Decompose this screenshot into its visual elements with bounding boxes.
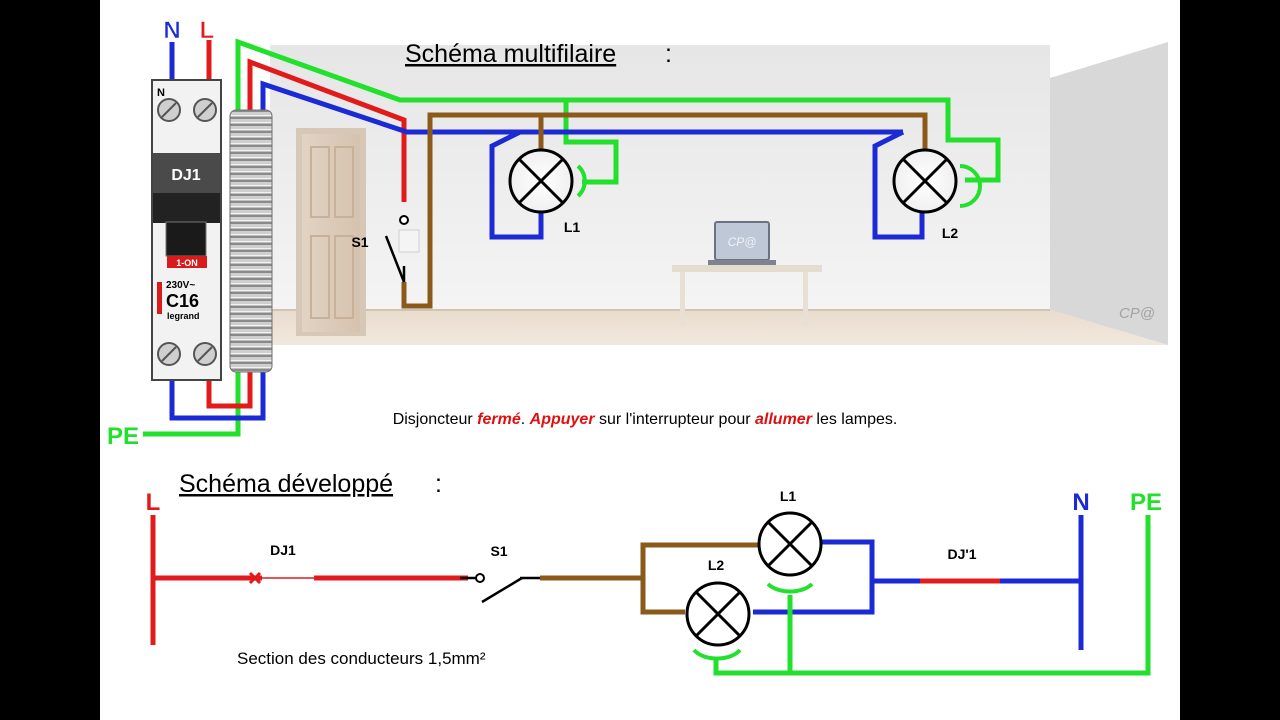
desk-top bbox=[672, 265, 822, 272]
switch-gap bbox=[468, 574, 540, 583]
breaker-dj1-developed: DJ1 bbox=[248, 542, 314, 585]
caption-part: les lampes. bbox=[812, 411, 897, 428]
breaker-dj1: N DJ1 1-ON 230V~ C16 legrand bbox=[151, 79, 222, 381]
lamp-l1-developed: L1 bbox=[757, 488, 823, 594]
developed-title: Schéma développé bbox=[179, 470, 393, 498]
lamp-l2-earth-arc bbox=[959, 164, 982, 208]
lamp-l1-cross-b bbox=[766, 520, 814, 568]
l1-label-developed: L1 bbox=[780, 488, 797, 504]
door-inset-1 bbox=[310, 146, 330, 218]
wall-switch-plate bbox=[398, 229, 420, 253]
developed-l-label: L bbox=[146, 489, 161, 516]
lamp-l1-multifilar: L1 bbox=[508, 148, 587, 235]
supply-pe-label: PE bbox=[107, 423, 139, 450]
neutral-wire-l1 bbox=[489, 129, 544, 240]
door-inset-3 bbox=[310, 235, 330, 319]
l1-label: L1 bbox=[564, 219, 581, 235]
developed-pe-label: PE bbox=[1130, 489, 1162, 516]
multifilar-title: Schéma multifilaire bbox=[405, 40, 616, 68]
caption-part: Disjoncteur bbox=[393, 411, 477, 428]
breaker-cross-b bbox=[248, 571, 262, 585]
section-note: Section des conducteurs 1,5mm² bbox=[237, 649, 486, 668]
breaker-name: DJ1 bbox=[171, 167, 200, 184]
caption-part-highlight: Appuyer bbox=[529, 411, 596, 428]
neutral-parallel bbox=[753, 539, 875, 615]
developed-n-label: N bbox=[1072, 489, 1089, 516]
terminal-screw-slot bbox=[197, 346, 213, 362]
dj1-neutral-label: DJ'1 bbox=[947, 546, 976, 562]
desk-leg-right bbox=[803, 272, 808, 327]
neutral-wire-l2 bbox=[872, 129, 925, 240]
laptop-logo: CP@ bbox=[728, 235, 757, 249]
desk-leg-left bbox=[680, 272, 685, 327]
breaker-state: 1-ON bbox=[176, 258, 198, 268]
lamp-l1-earth-arc bbox=[766, 582, 814, 594]
lamp-l2-cross-b bbox=[694, 590, 742, 638]
switch-s1-multifilar: S1 bbox=[351, 215, 409, 283]
supply-n-label: N bbox=[163, 17, 180, 44]
lamp-l2-earth-arc bbox=[692, 648, 742, 661]
multifilar-caption: Disjoncteur fermé. Appuyer sur l'interru… bbox=[393, 411, 898, 428]
breaker-red-marker bbox=[157, 282, 162, 314]
lamp-l1-earth-arc bbox=[576, 164, 587, 198]
developed-title-suffix: : bbox=[435, 470, 442, 498]
breaker-rating: C16 bbox=[166, 291, 199, 311]
breaker-label-band bbox=[153, 153, 220, 193]
watermark: CP@ bbox=[1119, 305, 1155, 322]
breaker-toggle-housing bbox=[153, 193, 220, 223]
dj1-label: DJ1 bbox=[270, 542, 296, 558]
right-black-bar bbox=[1180, 0, 1280, 720]
earth-line bbox=[713, 515, 1151, 676]
switch-s1-developed: S1 bbox=[460, 543, 540, 604]
breaker-toggle bbox=[165, 221, 207, 257]
breaker-state-badge bbox=[167, 256, 207, 268]
return-wire bbox=[401, 112, 928, 309]
switch-blade bbox=[481, 576, 523, 604]
floor bbox=[270, 310, 1168, 345]
caption-part: . bbox=[521, 411, 530, 428]
right-wall bbox=[1050, 42, 1168, 345]
multifilar-title-suffix: : bbox=[665, 40, 672, 68]
switch-contact-top bbox=[399, 215, 409, 225]
caption-part: sur l'interrupteur pour bbox=[595, 411, 755, 428]
earth-wire-l1 bbox=[563, 100, 619, 185]
door-inset-4 bbox=[334, 235, 354, 319]
lamp-l1-cross-b bbox=[517, 157, 565, 205]
supply-l-label: L bbox=[200, 17, 215, 44]
terminal-screw-slot bbox=[197, 102, 213, 118]
left-black-bar bbox=[0, 0, 100, 720]
lamp-l2-multifilar: L2 bbox=[892, 148, 982, 241]
switch-blade bbox=[384, 235, 406, 283]
caption-part-highlight: allumer bbox=[755, 411, 813, 428]
breaker-brand: legrand bbox=[167, 311, 200, 321]
s1-label-developed: S1 bbox=[490, 543, 507, 559]
l2-label: L2 bbox=[942, 225, 959, 241]
corrugated-conduit bbox=[229, 109, 273, 373]
return-parallel bbox=[640, 542, 760, 615]
terminal-screw-slot bbox=[161, 346, 177, 362]
laptop-base bbox=[708, 260, 776, 265]
breaker-voltage: 230V~ bbox=[166, 280, 195, 291]
switch-contact bbox=[475, 573, 485, 583]
lamp-l2-developed: L2 bbox=[685, 557, 751, 661]
terminal-screw-slot bbox=[161, 102, 177, 118]
l2-label-developed: L2 bbox=[708, 557, 725, 573]
caption-part-highlight: fermé bbox=[477, 411, 521, 428]
breaker-top-n: N bbox=[157, 87, 165, 99]
lamp-l2-cross-b bbox=[901, 157, 949, 205]
s1-label: S1 bbox=[351, 234, 368, 250]
door-inset-2 bbox=[334, 146, 354, 218]
